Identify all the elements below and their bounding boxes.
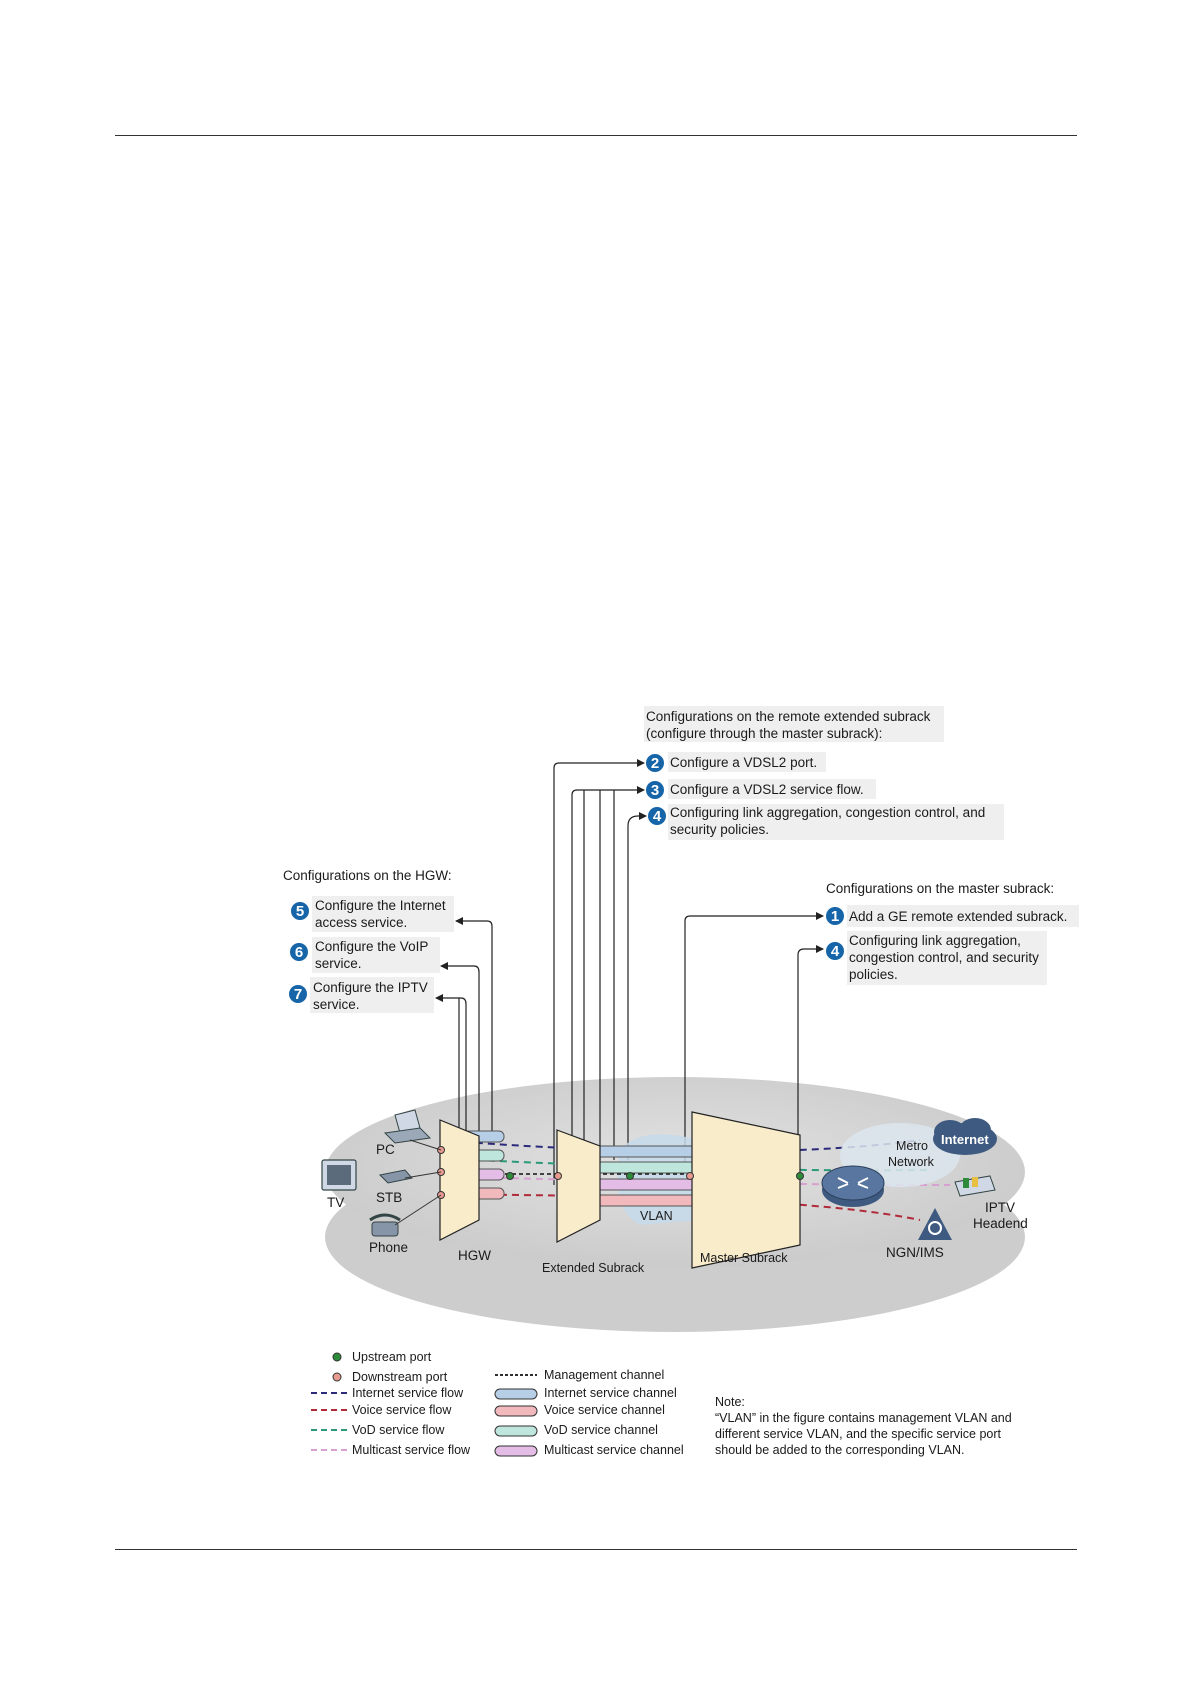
note-line-3: should be added to the corresponding VLA… [715, 1443, 964, 1457]
remote-item-4-line-2: security policies. [670, 822, 769, 837]
iptv-label-line-2: Headend [973, 1216, 1028, 1231]
upstream-port [506, 1172, 514, 1180]
hgw-device [439, 1119, 480, 1241]
ngn-label: NGN/IMS [886, 1245, 944, 1260]
tv-label: TV [327, 1195, 344, 1210]
legend-vod-channel-swatch [494, 1425, 538, 1437]
svg-text:2: 2 [651, 755, 659, 772]
master-config-group: Configurations on the master subrack: 1 … [826, 881, 1079, 985]
step-badge-5 [291, 902, 309, 920]
hgw-item-7-line-1: Configure the IPTV [313, 980, 428, 995]
legend-downstream-swatch [332, 1372, 342, 1382]
pc-label: PC [376, 1142, 395, 1157]
svg-text:7: 7 [294, 986, 302, 1003]
svg-text:5: 5 [296, 903, 304, 920]
hgw-item-7-line-2: service. [313, 997, 360, 1012]
legend-multicast-flow: Multicast service flow [352, 1443, 471, 1457]
legend-voice-channel: Voice service channel [544, 1403, 665, 1417]
master-item-4-line-3: policies. [849, 967, 898, 982]
legend-multicast-channel: Multicast service channel [544, 1443, 684, 1457]
master-item-4-line-2: congestion control, and security [849, 950, 1039, 965]
step-badge-2 [646, 754, 664, 772]
svg-text:4: 4 [831, 943, 840, 960]
device-links [394, 1139, 442, 1226]
ngn-ims-icon [918, 1208, 952, 1240]
step-badge-3 [646, 781, 664, 799]
legend-internet-channel-swatch [494, 1388, 538, 1400]
extended-subrack [556, 1129, 601, 1243]
leader-lines [435, 759, 824, 1185]
footer-rule [115, 1549, 1077, 1550]
svg-text:4: 4 [653, 808, 662, 825]
step-badge-7 [289, 985, 307, 1003]
legend-internet-channel: Internet service channel [544, 1386, 677, 1400]
hgw-title: Configurations on the HGW: [283, 868, 452, 883]
legend-voice-channel-swatch [494, 1405, 538, 1417]
stb-label: STB [376, 1190, 402, 1205]
remote-item-3-text: Configure a VDSL2 service flow. [670, 782, 864, 797]
header-rule [115, 135, 1077, 136]
downstream-port [554, 1172, 562, 1180]
iptv-label-line-1: IPTV [985, 1200, 1015, 1215]
extended-subrack-label: Extended Subrack [542, 1261, 645, 1275]
note-line-1: “VLAN” in the figure contains management… [715, 1411, 1012, 1425]
hgw-item-5-line-2: access service. [315, 915, 407, 930]
legend-upstream-swatch [332, 1352, 342, 1362]
legend-upstream-port: Upstream port [352, 1350, 432, 1364]
upstream-port [626, 1172, 634, 1180]
remote-item-4-line-1: Configuring link aggregation, congestion… [670, 805, 985, 820]
router-icon [821, 1165, 885, 1207]
master-title: Configurations on the master subrack: [826, 881, 1054, 896]
svg-text:3: 3 [651, 782, 659, 799]
master-item-1-text: Add a GE remote extended subrack. [849, 909, 1067, 924]
hgw-label: HGW [458, 1248, 491, 1263]
master-subrack [691, 1111, 801, 1269]
legend: Upstream port Downstream port Internet s… [311, 1350, 684, 1457]
remote-title-line-1: Configurations on the remote extended su… [646, 709, 931, 724]
remote-title-line-2: (configure through the master subrack): [646, 726, 882, 741]
stb-icon [378, 1169, 413, 1184]
metro-label-line-2: Network [888, 1155, 935, 1169]
pc-icon [383, 1109, 432, 1144]
hgw-item-5-line-1: Configure the Internet [315, 898, 446, 913]
note-line-2: different service VLAN, and the specific… [715, 1427, 1002, 1441]
step-badge-4-remote [648, 807, 666, 825]
legend-downstream-port: Downstream port [352, 1370, 448, 1384]
hgw-config-group: Configurations on the HGW: 5 Configure t… [283, 868, 454, 1013]
step-badge-6 [290, 943, 308, 961]
legend-vod-flow: VoD service flow [352, 1423, 445, 1437]
legend-internet-flow: Internet service flow [352, 1386, 464, 1400]
svg-text:1: 1 [831, 908, 839, 925]
remote-config-group: Configurations on the remote extended su… [644, 706, 1004, 840]
step-badge-4-master [826, 942, 844, 960]
internet-cloud-icon [933, 1118, 997, 1155]
vlan-label: VLAN [640, 1209, 673, 1223]
legend-management-channel: Management channel [544, 1368, 664, 1382]
svg-text:6: 6 [295, 944, 303, 961]
tv-icon [321, 1159, 357, 1191]
phone-label: Phone [369, 1240, 408, 1255]
note-block: Note: “VLAN” in the figure contains mana… [715, 1395, 1012, 1457]
metro-label-line-1: Metro [896, 1139, 928, 1153]
hgw-item-6-line-2: service. [315, 956, 362, 971]
phone-icon [369, 1213, 401, 1237]
upstream-port [796, 1172, 804, 1180]
legend-voice-flow: Voice service flow [352, 1403, 452, 1417]
legend-vod-channel: VoD service channel [544, 1423, 658, 1437]
downstream-port [686, 1172, 694, 1180]
iptv-headend-icon [954, 1175, 996, 1197]
master-subrack-label: Master Subrack [700, 1251, 788, 1265]
step-badge-1 [826, 907, 844, 925]
hgw-item-6-line-1: Configure the VoIP [315, 939, 428, 954]
remote-item-2-text: Configure a VDSL2 port. [670, 755, 817, 770]
legend-multicast-channel-swatch [494, 1445, 538, 1457]
master-item-4-line-1: Configuring link aggregation, [849, 933, 1021, 948]
internet-label: Internet [941, 1132, 989, 1147]
note-title: Note: [715, 1395, 745, 1409]
